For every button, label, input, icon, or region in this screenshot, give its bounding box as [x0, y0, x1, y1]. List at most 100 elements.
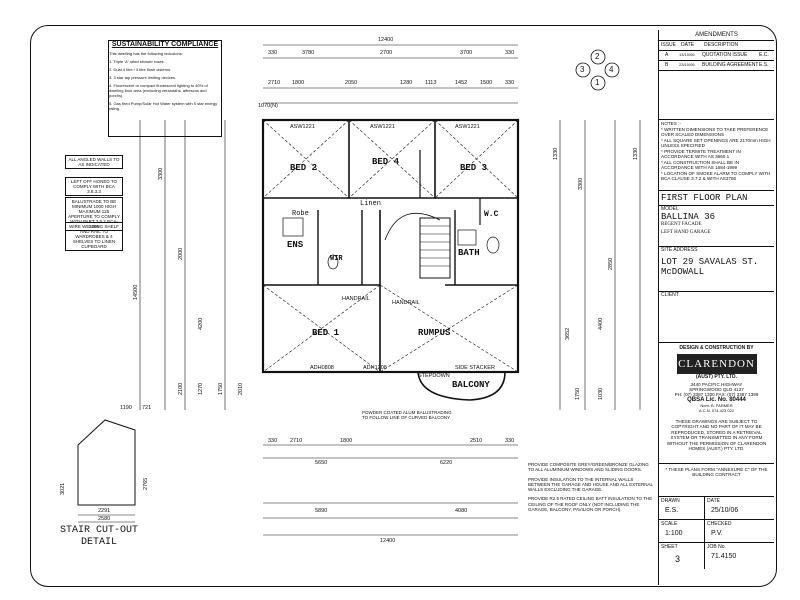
amendment-row: B 23/10/06 BUILDING AGREEMENT E.S. [659, 61, 774, 71]
drawn-label: DRAWN [661, 498, 680, 504]
room-label-rumpus: RUMPUS [418, 328, 451, 338]
stair-dim: 2765 [143, 477, 149, 490]
compass-label: 2 [595, 52, 600, 61]
room-label-wir: WIR [330, 255, 343, 263]
amendment-by: E.S. [759, 62, 769, 68]
amendment-issue: A [665, 52, 669, 58]
checked-value: P.V. [711, 530, 723, 537]
room-label-bed4: BED 4 [372, 157, 400, 167]
notes-title: NOTES :- [661, 121, 681, 126]
room-label-linen: Linen [360, 200, 382, 208]
dim-right: 3300 [578, 177, 584, 190]
col-date: DATE [681, 42, 694, 48]
model-name: BALLINA 36 [661, 212, 716, 222]
stepdown-label: STEPDOWN [418, 373, 450, 379]
scale-checked-row: SCALE 1:100 CHECKED P.V. [659, 520, 774, 543]
sustainability-item: 2. Dual 4 litre / 3 litre flush cisterns… [109, 67, 172, 72]
dim-top: 1113 [425, 80, 437, 86]
model-facade: REGENT FACADE [661, 222, 702, 227]
design-label: DESIGN & CONSTRUCTION BY [679, 345, 754, 351]
balustrade-note: POWDER COATED ALUM BALUSTRADING TO FOLLO… [362, 410, 452, 420]
annexure-note: * THESE PLANS FORM "ANNEXURE C" OF THE B… [659, 464, 774, 497]
notes-box: NOTES :- * WRITTEN DIMENSIONS TO TAKE PR… [659, 120, 774, 191]
sustainability-item: 3. 3 star tap pressure limiting devices. [109, 75, 177, 80]
drawing-title: FIRST FLOOR PLAN [659, 191, 774, 206]
dim-right: 1330 [633, 147, 639, 160]
sheet-job-row: SHEET 3 JOB No. 71.4150 [659, 543, 774, 569]
dim-bottom: 330 [505, 438, 515, 444]
job-label: JOB No. [707, 544, 726, 550]
stair-cutout-title: STAIR CUT-OUT DETAIL [60, 525, 139, 548]
window-label: ASW1221 [370, 124, 395, 130]
compass-label: 4 [609, 65, 614, 74]
sustainability-title: SUSTAINABILITY COMPLIANCE [111, 41, 219, 48]
date-label: DATE [707, 498, 720, 504]
sustainability-item: 4. Fluorescent or compact fluorescent li… [109, 83, 208, 98]
col-description: DESCRIPTION [704, 42, 739, 48]
dim-bottom: 5890 [315, 508, 328, 514]
amendment-issue: B [665, 62, 669, 68]
note-item: * PROVIDE TERMITE TREATMENT IN ACCORDANC… [661, 148, 741, 160]
room-label-wc: W.C [484, 210, 499, 219]
drawn-value: E.S. [665, 507, 679, 514]
site-address-line1: LOT 29 SAVALAS ST. [661, 257, 759, 267]
acn: A.C.N. 074 423 022 [698, 408, 735, 413]
amendments-header: ISSUE DATE DESCRIPTION [659, 41, 774, 51]
stair-dim: 3021 [60, 482, 66, 495]
dim-top: 3700 [460, 50, 473, 56]
dim-left: 3300 [158, 167, 164, 180]
room-label-ens: ENS [287, 240, 304, 250]
dim-left: 2010 [238, 382, 244, 395]
model-box: MODEL BALLINA 36 REGENT FACADE LEFT HAND… [659, 206, 774, 247]
dim-label: 1190 [120, 405, 132, 411]
amendment-date: 13/10/06 [679, 52, 695, 57]
dim-bottom: 4080 [455, 508, 468, 514]
note-item: * WRITTEN DIMENSIONS TO TAKE PREFERENCE … [661, 126, 769, 138]
company-sub: (AUST) PTY. LTD. [695, 374, 737, 380]
site-box: SITE ADDRESS LOT 29 SAVALAS ST. McDOWALL [659, 247, 774, 292]
nominee: Nom. B. FARMER [700, 403, 733, 408]
dim-top: 330 [505, 50, 515, 56]
amendment-desc: QUOTATION ISSUE [702, 52, 748, 58]
sheet-value: 3 [675, 554, 681, 564]
dim-top: 2050 [345, 80, 358, 86]
note-balustrade: BALUSTRADE TO BE MINIMUM 1000 HIGH MAXIM… [65, 197, 123, 231]
door-label: ADH0808 [310, 365, 334, 371]
drawing-sheet-border [30, 25, 777, 587]
note-item: * LOCATION OF SMOKE ALARM TO COMPLY WITH… [661, 170, 771, 182]
scale-label: SCALE [661, 521, 678, 527]
dim-bottom: 2510 [470, 438, 483, 444]
sustainability-item: 1. Triple 'A' rated shower roses. [109, 59, 165, 64]
window-label: ASW1221 [455, 124, 480, 130]
col-issue: ISSUE [661, 42, 677, 48]
amendment-date: 23/10/06 [679, 62, 695, 67]
title-block: AMENDMENTS ISSUE DATE DESCRIPTION A 13/1… [658, 30, 774, 585]
note-item: * ALL SQUARE SET OPENINGS ARE 2170mm HIG… [661, 137, 771, 149]
dim-right: 1030 [598, 387, 604, 400]
job-value: 71.4150 [711, 553, 737, 560]
scale-value: 1:100 [665, 530, 683, 537]
dim-top: 330 [268, 50, 278, 56]
dim-left: 4200 [198, 317, 204, 330]
dim-left: 1270 [198, 382, 204, 395]
dim-bottom: 6220 [440, 460, 453, 466]
note-wire-shelf: WIRE WELDING SHELF AND RAIL TO WARDROBES… [65, 222, 123, 251]
company-logo: CLARENDON [676, 354, 757, 374]
amendment-desc: BUILDING AGREEMENT [702, 62, 759, 68]
checked-label: CHECKED [707, 521, 732, 527]
qbsa-licence: QBSA Lic. No. 80444 [687, 397, 746, 403]
dim-label: 721 [142, 405, 152, 411]
company-address: 3440 PACIFIC HIGHWAY [690, 382, 743, 387]
amendment-row: A 13/10/06 QUOTATION ISSUE E.C. [659, 51, 774, 61]
model-label: MODEL [661, 206, 679, 212]
dim-top: 1500 [480, 80, 493, 86]
dim-top: 2710 [268, 80, 281, 86]
stair-dim: 2580 [98, 516, 111, 522]
dim-top: 1452 [455, 80, 468, 86]
construction-notes: PROVIDE COMPOSITE GREY/GREEN/BRONZE GLAZ… [528, 462, 653, 512]
dim-bottom: 5650 [315, 460, 328, 466]
room-label-bed3: BED 3 [460, 163, 488, 173]
dim-left: 2000 [178, 247, 184, 260]
